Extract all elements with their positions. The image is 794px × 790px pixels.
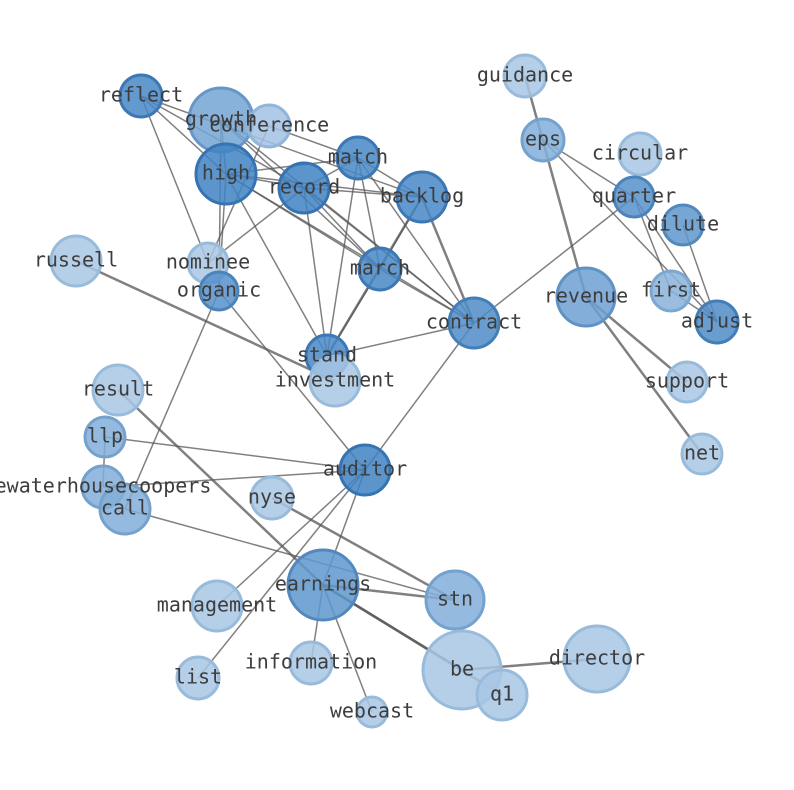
edge-russell-investment [75,259,336,383]
edge-match-contract [357,157,475,324]
node-eps [520,117,566,163]
node-label-quarter: quarter [592,184,676,208]
node-information [288,640,334,686]
node-label-reflect: reflect [99,83,183,107]
node-label-call: call [101,496,149,520]
node-label-adjust: adjust [681,309,753,333]
node-organic [198,270,240,312]
node-layer [49,53,740,729]
node-label-high: high [202,161,250,185]
node-russell [49,234,103,288]
node-label-revenue: revenue [544,284,628,308]
node-label-nyse: nyse [248,485,296,509]
node-label-russell: russell [34,248,118,272]
node-adjust [694,299,740,345]
node-record [277,161,331,215]
node-label-record: record [268,175,340,199]
node-label-march: march [350,256,410,280]
edge-auditor-list [197,469,366,679]
edge-nyse-stn [271,496,456,602]
edge-call-stn [124,508,456,601]
node-contract [447,296,501,350]
node-label-conference: conference [209,113,329,137]
node-dilute [661,203,705,247]
node-webcast [355,695,389,729]
node-list [175,655,221,701]
node-label-auditor: auditor [323,457,407,481]
node-label-webcast: webcast [330,699,414,723]
node-label-investment: investment [275,368,395,392]
node-director [562,624,632,694]
node-label-pricewaterhousecoopers: ewaterhousecoopers [0,474,211,498]
edge-revenue-net [584,296,704,455]
edge-result-earnings [117,389,324,586]
node-net [680,432,724,476]
node-nyse [249,475,295,521]
node-quarter [612,175,656,219]
edge-record-stand [303,187,328,357]
edge-organic-call [124,290,220,510]
edge-llp-auditor [104,436,366,471]
node-support [665,360,709,404]
node-label-be: be [450,657,474,681]
node-label-guidance: guidance [477,63,573,87]
node-label-llp: llp [87,424,123,448]
node-label-circular: circular [592,141,688,165]
node-q1 [475,668,529,722]
node-label-support: support [645,369,729,393]
node-label-contract: contract [426,310,522,334]
node-label-backlog: backlog [380,184,464,208]
edge-contract-quarter [473,196,635,324]
node-llp [83,415,127,459]
edge-layer [75,75,718,713]
node-stn [424,569,486,631]
edge-high-contract [225,173,475,324]
node-label-stand: stand [297,343,357,367]
node-label-result: result [82,377,154,401]
edge-guidance-revenue [523,75,588,298]
node-revenue [555,266,617,328]
node-label-organic: organic [177,278,261,302]
node-management [190,579,244,633]
node-circular [617,131,663,177]
node-label-growth: growth [185,107,257,131]
node-guidance [502,53,548,99]
edge-high-stand [225,173,328,357]
edge-quarter-adjust [633,196,718,323]
node-call [98,482,152,536]
node-earnings [286,548,360,622]
node-label-director: director [549,646,645,670]
edge-pricewaterhousecoopers-auditor [102,469,366,488]
node-conference [246,103,292,149]
node-investment [308,354,362,408]
node-label-management: management [157,593,277,617]
node-label-earnings: earnings [275,572,371,596]
node-first [649,269,693,313]
node-label-nominee: nominee [166,250,250,274]
node-label-dilute: dilute [647,212,719,236]
node-label-list: list [174,665,222,689]
edge-reflect-backlog [140,95,423,198]
node-march [357,246,403,292]
node-high [194,142,258,206]
node-match [335,135,381,181]
node-label-q1: q1 [490,682,514,706]
edge-contract-auditor [364,322,475,471]
node-label-eps: eps [525,127,561,151]
edge-reflect-nominee [140,95,209,264]
node-auditor [338,443,392,497]
node-label-first: first [641,278,701,302]
node-backlog [395,170,449,224]
node-reflect [118,73,164,119]
node-label-information: information [245,650,377,674]
node-label-stn: stn [437,587,473,611]
node-label-net: net [684,441,720,465]
node-label-match: match [328,145,388,169]
node-result [91,363,145,417]
edge-organic-auditor [218,290,366,471]
edge-auditor-management [216,469,366,607]
